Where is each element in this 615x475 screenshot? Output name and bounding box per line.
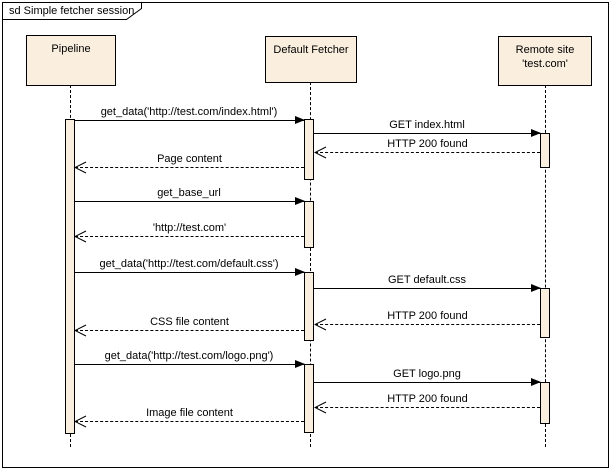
frame-title-tab-shape [2, 2, 142, 20]
lifeline-head-pipeline: Pipeline [26, 35, 116, 86]
message-label: GET default.css [387, 274, 467, 286]
message-line [315, 407, 540, 408]
activation-remote-3 [540, 382, 550, 424]
arrowhead-open-icon [74, 230, 87, 243]
arrowhead-open-icon [74, 161, 87, 174]
arrowhead-filled-icon [531, 284, 541, 292]
message-label: HTTP 200 found [387, 138, 468, 150]
activation-remote-2 [540, 288, 550, 338]
arrowhead-open-icon [314, 401, 327, 414]
diagram-frame [2, 2, 609, 468]
arrowhead-filled-icon [531, 129, 541, 137]
message-label: GET index.html [389, 119, 465, 131]
message-line [315, 152, 540, 153]
message-line [75, 236, 304, 237]
activation-pipeline [65, 119, 75, 434]
arrowhead-open-icon [314, 146, 327, 159]
message-label: HTTP 200 found [387, 393, 468, 405]
frame-title: sd Simple fetcher session [9, 5, 135, 17]
message-line [315, 324, 540, 325]
arrowhead-filled-icon [531, 378, 541, 386]
activation-fetcher-1 [304, 119, 314, 180]
arrowhead-open-icon [74, 415, 87, 428]
lifeline-line-default-fetcher [310, 82, 311, 447]
message-label: Page content [157, 153, 222, 165]
activation-fetcher-3 [304, 272, 314, 341]
arrowhead-filled-icon [295, 116, 305, 124]
message-line [75, 421, 304, 422]
message-label: get_data('http://test.com/default.css') [99, 258, 279, 270]
message-label: CSS file content [150, 316, 229, 328]
message-line [75, 330, 304, 331]
message-label: Image file content [146, 407, 233, 419]
message-label: get_data('http://test.com/index.html') [100, 106, 278, 118]
message-label: HTTP 200 found [387, 310, 468, 322]
message-line [74, 364, 304, 365]
message-line [314, 382, 540, 383]
arrowhead-filled-icon [295, 268, 305, 276]
lifeline-head-default-fetcher: Default Fetcher [265, 36, 357, 83]
arrowhead-open-icon [314, 318, 327, 331]
message-line [314, 133, 540, 134]
arrowhead-open-icon [74, 324, 87, 337]
message-line [74, 120, 304, 121]
message-label: GET logo.png [393, 368, 461, 380]
message-line [74, 201, 304, 202]
message-line [74, 272, 304, 273]
message-label: get_data('http://test.com/logo.png') [104, 350, 274, 362]
lifeline-line-remote-site [545, 85, 546, 447]
arrowhead-filled-icon [295, 360, 305, 368]
activation-fetcher-4 [304, 364, 314, 433]
message-line [314, 288, 540, 289]
message-label: 'http://test.com' [152, 222, 227, 234]
message-line [75, 167, 304, 168]
activation-fetcher-2 [304, 201, 314, 248]
arrowhead-filled-icon [295, 197, 305, 205]
activation-remote-1 [540, 133, 550, 168]
lifeline-head-remote-site: Remote site 'test.com' [498, 36, 592, 86]
message-label: get_base_url [157, 187, 221, 199]
